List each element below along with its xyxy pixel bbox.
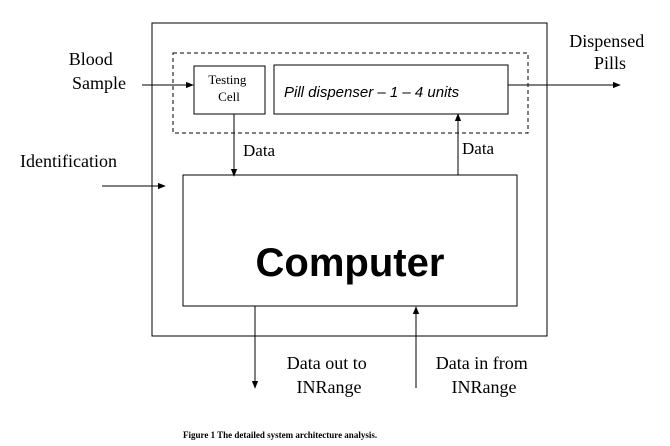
computer-block	[182, 174, 518, 307]
data-out-label: Data out to INRange	[287, 353, 371, 397]
testing-to-computer-label: Data	[243, 141, 276, 160]
pill-dispenser-label: Pill dispenser – 1 – 4 units	[284, 84, 460, 101]
testing-cell-label: Testing Cell	[208, 72, 249, 104]
dispensed-pills-label: Dispensed Pills	[569, 31, 649, 73]
computer-to-dispenser-label: Data	[462, 139, 495, 158]
testing-cell-block	[193, 65, 266, 115]
data-in-label: Data in from INRange	[436, 353, 532, 397]
dispensing-subsystem-boundary	[172, 52, 529, 134]
pill-dispenser-block	[273, 64, 509, 115]
blood-sample-label: Blood Sample	[69, 49, 126, 93]
identification-label: Identification	[20, 151, 117, 171]
computer-label: Computer	[256, 241, 445, 285]
figure-caption: Figure 1 The detailed system architectur…	[183, 430, 377, 440]
